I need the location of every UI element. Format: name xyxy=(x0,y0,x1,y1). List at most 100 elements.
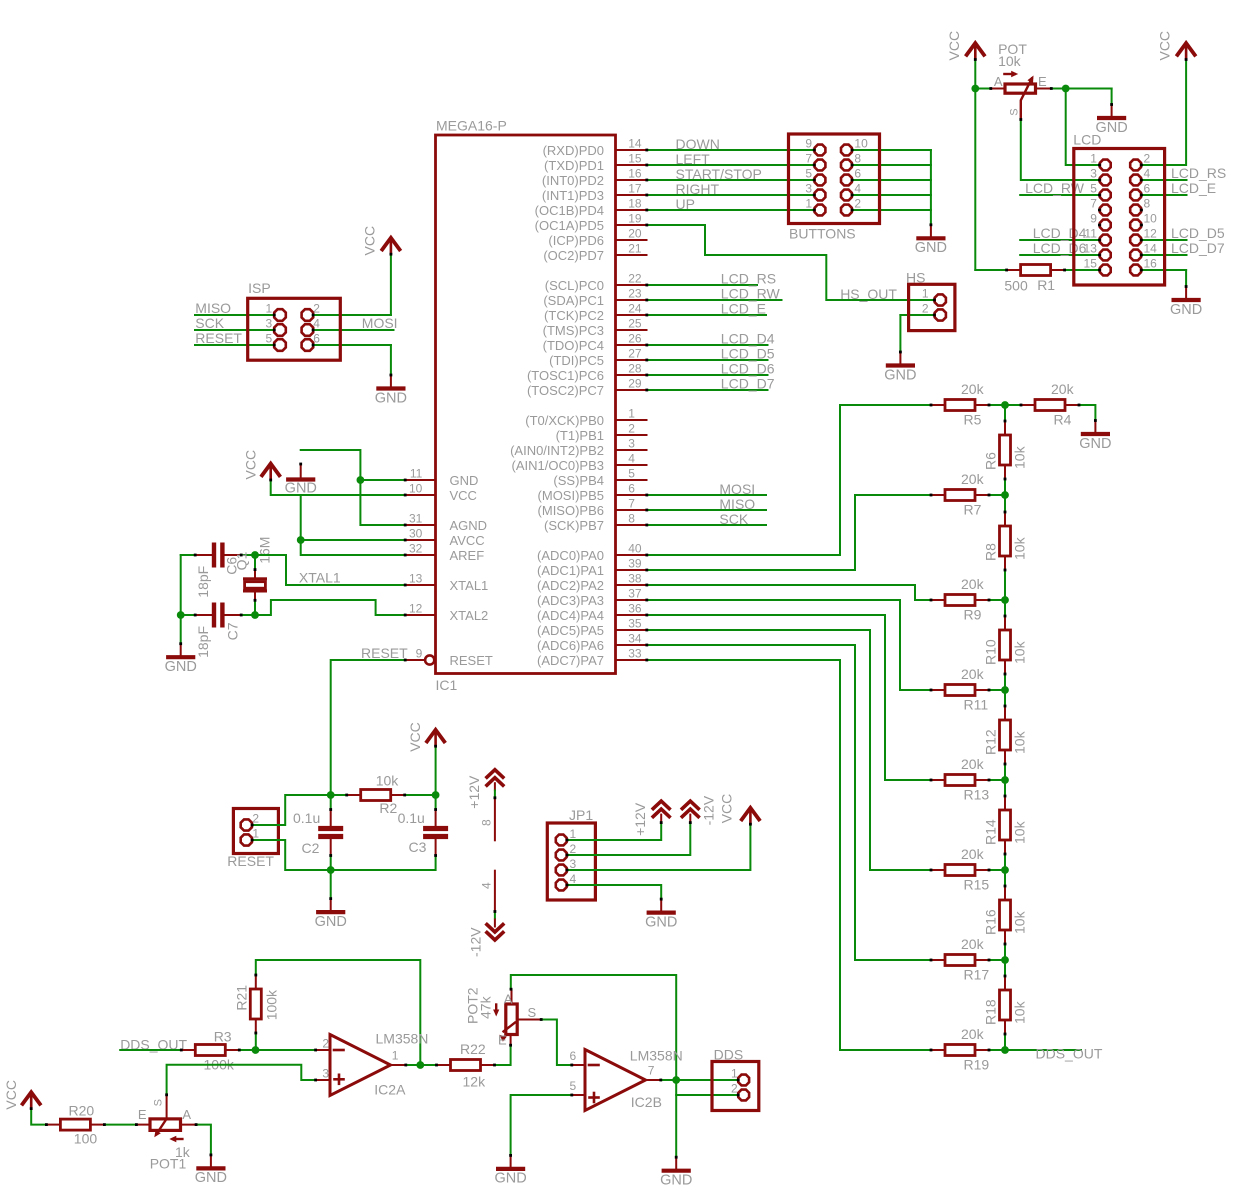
svg-text:E: E xyxy=(138,1107,147,1122)
svg-text:(OC1B)PD4: (OC1B)PD4 xyxy=(535,203,604,218)
svg-text:R4: R4 xyxy=(1054,412,1072,428)
svg-text:0.1u: 0.1u xyxy=(398,810,425,826)
svg-text:GND: GND xyxy=(660,1173,692,1189)
svg-text:HS_OUT: HS_OUT xyxy=(840,286,897,302)
svg-text:1: 1 xyxy=(252,827,259,841)
svg-text:GND: GND xyxy=(915,240,947,256)
svg-text:-12V: -12V xyxy=(467,927,483,957)
svg-text:27: 27 xyxy=(628,347,642,361)
svg-text:LM358N: LM358N xyxy=(376,1030,429,1046)
svg-text:25: 25 xyxy=(628,317,642,331)
svg-text:0.1u: 0.1u xyxy=(293,810,320,826)
svg-text:UP: UP xyxy=(676,196,695,212)
svg-text:38: 38 xyxy=(628,572,642,586)
svg-text:20k: 20k xyxy=(961,936,985,952)
svg-text:35: 35 xyxy=(628,617,642,631)
svg-text:BUTTONS: BUTTONS xyxy=(789,225,856,241)
svg-text:24: 24 xyxy=(628,302,642,316)
svg-text:R21: R21 xyxy=(234,985,250,1011)
svg-text:8: 8 xyxy=(628,512,635,526)
svg-text:R7: R7 xyxy=(964,502,982,518)
svg-text:(RXD)PD0: (RXD)PD0 xyxy=(543,143,604,158)
svg-text:20k: 20k xyxy=(961,381,985,397)
svg-text:R22: R22 xyxy=(460,1041,486,1057)
svg-text:7: 7 xyxy=(805,152,812,166)
svg-text:6: 6 xyxy=(628,482,635,496)
svg-text:1: 1 xyxy=(731,1067,738,1081)
svg-text:(SDA)PC1: (SDA)PC1 xyxy=(543,293,604,308)
svg-text:S: S xyxy=(1008,108,1020,115)
svg-text:C6: C6 xyxy=(224,557,240,575)
svg-text:3: 3 xyxy=(628,437,635,451)
svg-text:LCD_RW: LCD_RW xyxy=(721,286,781,302)
svg-text:2: 2 xyxy=(1144,152,1151,166)
svg-text:LCD: LCD xyxy=(1073,131,1101,147)
svg-text:36: 36 xyxy=(628,602,642,616)
svg-text:10: 10 xyxy=(1144,212,1158,226)
svg-text:2: 2 xyxy=(570,842,577,856)
svg-text:LCD_RS: LCD_RS xyxy=(721,271,776,287)
svg-text:11: 11 xyxy=(410,467,423,481)
svg-text:20k: 20k xyxy=(961,846,985,862)
svg-text:C7: C7 xyxy=(225,622,241,640)
svg-text:LCD_D7: LCD_D7 xyxy=(721,376,775,392)
svg-text:31: 31 xyxy=(409,512,423,526)
svg-text:LCD_D6: LCD_D6 xyxy=(721,361,775,377)
svg-text:AGND: AGND xyxy=(450,518,488,533)
svg-text:40: 40 xyxy=(628,542,642,556)
svg-text:GND: GND xyxy=(1095,120,1127,136)
svg-text:1: 1 xyxy=(628,407,635,421)
svg-text:1: 1 xyxy=(392,1048,399,1062)
svg-text:(MOSI)PB5: (MOSI)PB5 xyxy=(538,488,604,503)
svg-text:33: 33 xyxy=(628,647,642,661)
svg-text:VCC: VCC xyxy=(242,450,258,480)
svg-text:GND: GND xyxy=(645,914,677,930)
svg-text:R11: R11 xyxy=(964,697,989,713)
svg-text:(ADC4)PA4: (ADC4)PA4 xyxy=(537,608,604,623)
svg-text:DDS_OUT: DDS_OUT xyxy=(120,1036,187,1052)
svg-text:POT: POT xyxy=(998,41,1027,57)
svg-text:1: 1 xyxy=(266,302,273,316)
svg-text:A: A xyxy=(182,1107,191,1122)
svg-text:R15: R15 xyxy=(964,877,990,893)
svg-text:+12V: +12V xyxy=(466,775,482,809)
svg-text:MOSI: MOSI xyxy=(719,481,755,497)
svg-text:15: 15 xyxy=(1084,257,1098,271)
svg-text:12: 12 xyxy=(1144,227,1158,241)
svg-text:3: 3 xyxy=(805,182,812,196)
svg-text:POT1: POT1 xyxy=(150,1156,187,1172)
svg-text:XTAL1: XTAL1 xyxy=(299,570,341,586)
svg-text:R18: R18 xyxy=(983,999,999,1025)
svg-text:10k: 10k xyxy=(1012,445,1028,469)
svg-text:RIGHT: RIGHT xyxy=(676,181,720,197)
svg-text:(ADC3)PA3: (ADC3)PA3 xyxy=(537,593,604,608)
svg-text:4: 4 xyxy=(313,317,320,331)
svg-text:20k: 20k xyxy=(961,756,985,772)
svg-text:7: 7 xyxy=(628,497,635,511)
svg-text:5: 5 xyxy=(1090,182,1097,196)
svg-text:RESET: RESET xyxy=(361,645,408,661)
svg-text:10k: 10k xyxy=(1012,820,1028,844)
svg-text:MISO: MISO xyxy=(719,496,755,512)
svg-text:21: 21 xyxy=(628,242,642,256)
svg-text:16M: 16M xyxy=(256,537,272,564)
svg-text:18pF: 18pF xyxy=(195,566,211,598)
svg-text:DOWN: DOWN xyxy=(676,136,720,152)
svg-text:R16: R16 xyxy=(983,909,999,935)
svg-text:RESET: RESET xyxy=(227,853,274,869)
svg-text:VCC: VCC xyxy=(1157,31,1173,61)
svg-text:RESET: RESET xyxy=(450,653,493,668)
svg-text:(MISO)PB6: (MISO)PB6 xyxy=(538,503,604,518)
svg-text:20k: 20k xyxy=(1051,381,1075,397)
svg-text:GND: GND xyxy=(165,659,197,675)
svg-text:4: 4 xyxy=(570,872,577,886)
svg-text:VCC: VCC xyxy=(718,794,734,824)
svg-text:(ADC5)PA5: (ADC5)PA5 xyxy=(537,623,604,638)
svg-text:(SCK)PB7: (SCK)PB7 xyxy=(544,518,604,533)
svg-text:LEFT: LEFT xyxy=(676,151,711,167)
svg-text:(ADC7)PA7: (ADC7)PA7 xyxy=(537,653,604,668)
svg-text:GND: GND xyxy=(195,1170,227,1186)
svg-text:4: 4 xyxy=(480,882,494,889)
svg-text:(AIN1/OC0)PB3: (AIN1/OC0)PB3 xyxy=(512,458,604,473)
svg-text:(SS)PB4: (SS)PB4 xyxy=(553,473,604,488)
